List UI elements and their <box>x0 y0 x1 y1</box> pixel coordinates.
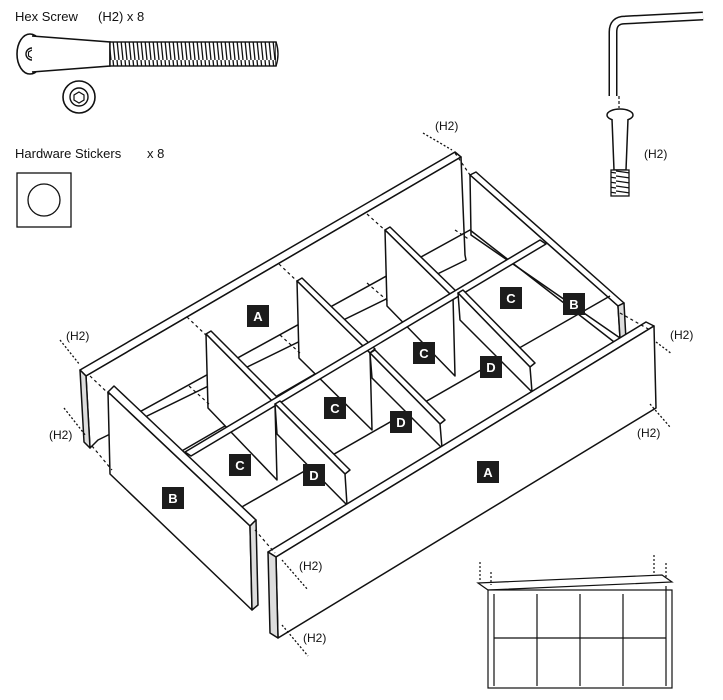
hex-screw-count: (H2) x 8 <box>98 9 145 24</box>
h2-label-right-lower: (H2) <box>637 426 661 440</box>
hex-socket-head-icon <box>62 80 96 114</box>
part-tag-d-2: D <box>390 411 412 433</box>
part-tag-a-back: A <box>247 305 269 327</box>
part-tag-c-2: C <box>413 342 435 364</box>
cabinet-assembly <box>79 151 657 639</box>
finished-unit-preview <box>476 555 674 689</box>
part-tag-a-front: A <box>477 461 499 483</box>
part-tag-d-1: D <box>480 356 502 378</box>
dowel-guides <box>89 152 651 554</box>
allen-key-h2-label: (H2) <box>644 147 668 161</box>
stickers-title: Hardware Stickers <box>15 146 122 161</box>
h2-label-top: (H2) <box>435 119 459 133</box>
h2-label-front-upper: (H2) <box>299 559 323 573</box>
h2-label-left-lower: (H2) <box>49 428 73 442</box>
hardware-sticker-icon <box>16 172 72 228</box>
h2-label-front-lower: (H2) <box>303 631 327 645</box>
stickers-count: x 8 <box>147 146 165 161</box>
hex-screw-icon <box>16 33 279 75</box>
part-tag-c-4: C <box>229 454 251 476</box>
hex-screw-title: Hex Screw <box>15 9 78 24</box>
h2-label-left-upper: (H2) <box>66 329 90 343</box>
part-tag-c-1: C <box>500 287 522 309</box>
h2-screw-marks <box>59 132 673 657</box>
allen-key-icon <box>606 11 704 197</box>
part-tag-b-right: B <box>563 293 585 315</box>
part-tag-c-3: C <box>324 397 346 419</box>
h2-label-right-upper: (H2) <box>670 328 694 342</box>
part-tag-b-left: B <box>162 487 184 509</box>
part-tag-d-3: D <box>303 464 325 486</box>
